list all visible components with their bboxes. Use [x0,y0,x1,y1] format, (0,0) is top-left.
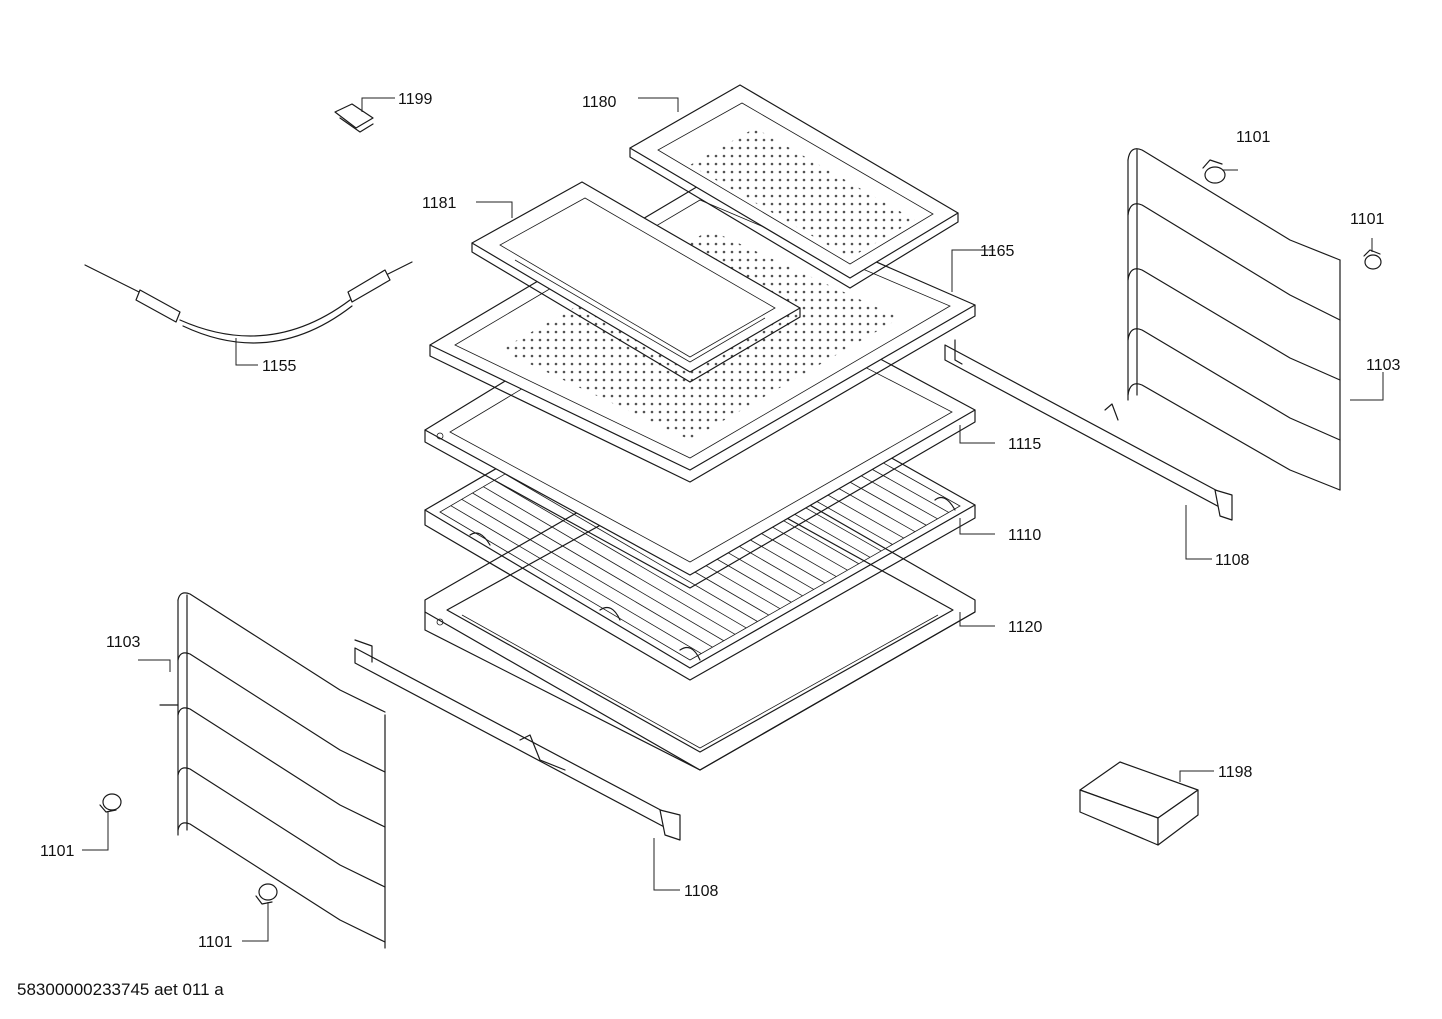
clip [334,103,374,133]
callout-1115: 1115 [1008,436,1041,453]
callout-1108-right: 1108 [1215,552,1250,569]
callout-1198: 1198 [1218,764,1253,781]
callout-1110: 1110 [1008,527,1041,544]
perforated-gastronorm-pan [629,84,959,289]
telescopic-rail-right [944,339,1233,521]
leader-lines [82,97,1384,942]
callout-1101-left-1: 1101 [40,843,75,860]
callout-1165: 1165 [980,243,1015,260]
callout-1103-right: 1103 [1366,357,1401,374]
plug-left-1 [99,793,122,813]
callout-labels: 1199 1180 1181 1155 1165 1115 1110 1120 … [40,91,1401,951]
side-rack-right [1127,148,1341,491]
solid-gastronorm-pan [471,181,801,383]
callout-1180: 1180 [582,94,617,111]
callout-1155: 1155 [262,358,297,375]
plug-left-2 [255,883,278,905]
side-rack-left [159,592,386,949]
plug-top-1 [1202,159,1226,184]
callout-1101-top: 1101 [1236,129,1271,146]
callout-1199: 1199 [398,91,433,108]
callout-1101-right: 1101 [1350,211,1385,228]
plug-top-2 [1363,249,1382,270]
meat-probe [84,261,413,344]
cleaning-sponge [1079,761,1199,846]
callout-1103-left: 1103 [106,634,141,651]
document-id: 58300000233745 aet 011 a [17,980,224,999]
callout-1120: 1120 [1008,619,1043,636]
callout-1108-left: 1108 [684,883,719,900]
callout-1181: 1181 [422,195,457,212]
callout-1101-left-2: 1101 [198,934,233,951]
telescopic-rail-left [354,639,681,841]
